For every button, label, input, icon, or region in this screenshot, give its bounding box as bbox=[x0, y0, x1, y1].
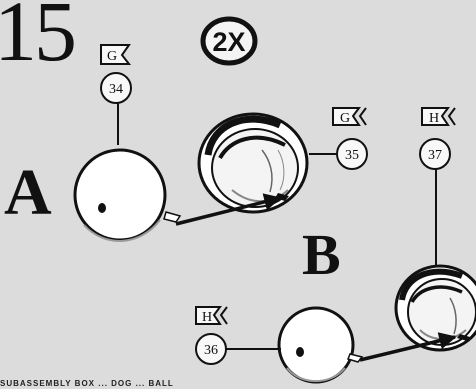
part-37-callout: H 37 bbox=[419, 107, 456, 265]
part-36-flag: H bbox=[202, 310, 212, 325]
flag-icon bbox=[195, 306, 228, 325]
step-number: 15 bbox=[0, 0, 77, 79]
flag-icon bbox=[100, 44, 132, 65]
part-34-flag: G bbox=[107, 49, 117, 64]
part-35-circle bbox=[336, 138, 368, 170]
part-35-flag: G bbox=[340, 111, 350, 126]
dome-part-36 bbox=[277, 306, 364, 384]
assembly-label-b: B bbox=[302, 222, 341, 287]
part-37-number: 37 bbox=[428, 148, 442, 163]
flag-icon bbox=[332, 107, 367, 126]
part-35-callout: G 35 bbox=[309, 107, 368, 170]
multiplier-badge: 2X bbox=[200, 16, 258, 66]
part-34-circle bbox=[100, 72, 132, 104]
part-34-number: 34 bbox=[109, 82, 123, 97]
part-36-number: 36 bbox=[204, 343, 218, 358]
insert-arrow-b bbox=[359, 332, 457, 362]
assembly-label-a: A bbox=[4, 156, 52, 229]
part-37-flag: H bbox=[429, 111, 439, 126]
insert-arrow-a bbox=[175, 193, 282, 226]
dome-part-34 bbox=[73, 148, 182, 242]
ring-part-35 bbox=[197, 112, 309, 214]
footer-caption: SUBASSEMBLY BOX ... DOG ... BALL bbox=[0, 379, 174, 388]
part-35-number: 35 bbox=[345, 148, 359, 163]
flag-icon bbox=[421, 107, 456, 126]
multiplier-text: 2X bbox=[212, 27, 245, 57]
part-34-callout: G 34 bbox=[100, 44, 132, 145]
ring-part-37 bbox=[394, 264, 476, 352]
part-36-callout: H 36 bbox=[195, 306, 281, 365]
